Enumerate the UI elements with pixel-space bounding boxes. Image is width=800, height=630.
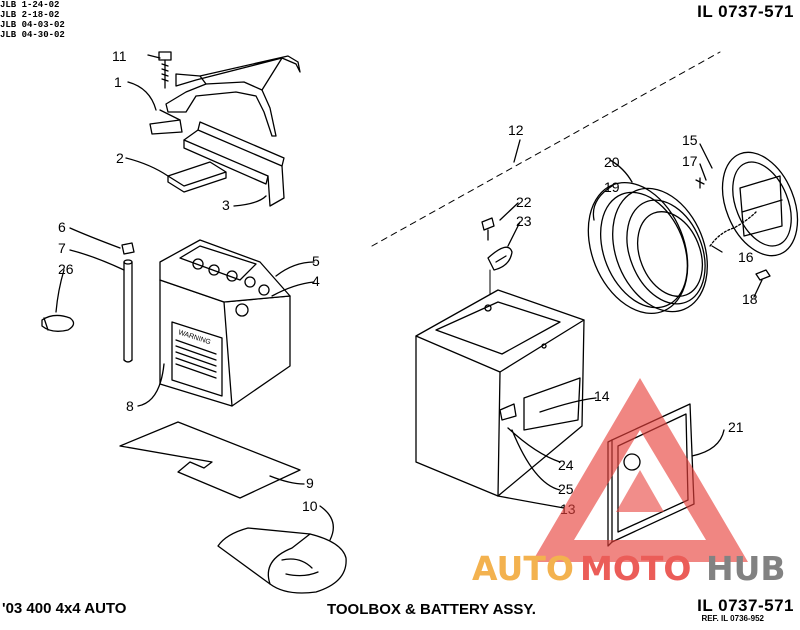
callout-15: 15 bbox=[682, 132, 698, 148]
model-label: '03 400 4x4 AUTO bbox=[2, 600, 127, 617]
diagram-title: TOOLBOX & BATTERY ASSY. bbox=[327, 601, 536, 618]
callout-20: 20 bbox=[604, 154, 620, 170]
revision-list: JLB 1-24-02 JLB 2-18-02 JLB 04-03-02 JLB… bbox=[0, 0, 65, 40]
watermark-logo: AUTO MOTO HUB bbox=[472, 378, 786, 588]
watermark-text-3: HUB bbox=[706, 549, 786, 588]
revision-3: JLB 04-03-02 bbox=[0, 20, 65, 30]
gasket-ring-part-19 bbox=[612, 187, 708, 313]
callout-17: 17 bbox=[682, 153, 698, 169]
bolt-part-11 bbox=[158, 51, 172, 89]
callout-3: 3 bbox=[222, 197, 230, 213]
callout-14: 14 bbox=[594, 388, 610, 404]
callout-19: 19 bbox=[604, 179, 620, 195]
reference-label: REF. IL 0736-952 bbox=[701, 614, 764, 623]
callout-25: 25 bbox=[558, 481, 574, 497]
pad-part-2 bbox=[167, 161, 227, 193]
revision-4: JLB 04-30-02 bbox=[0, 30, 65, 40]
watermark-triangle-icon bbox=[532, 378, 748, 562]
callout-12: 12 bbox=[508, 122, 524, 138]
screw-part-18 bbox=[755, 269, 771, 281]
illustration-code-bottom: IL 0737-571 bbox=[697, 596, 794, 615]
clamp-part-26 bbox=[41, 314, 75, 332]
watermark-text-1: AUTO bbox=[472, 549, 574, 588]
assembly-line bbox=[371, 51, 721, 247]
revision-2: JLB 2-18-02 bbox=[0, 10, 60, 20]
illustration-code-top: IL 0737-571 bbox=[697, 2, 794, 21]
callout-6: 6 bbox=[58, 219, 66, 235]
fastener-part-22 bbox=[481, 217, 495, 241]
callout-21: 21 bbox=[728, 419, 744, 435]
callout-26: 26 bbox=[58, 261, 74, 277]
callout-18: 18 bbox=[742, 291, 758, 307]
toolbox-part-13 bbox=[415, 289, 585, 497]
screw-part-17 bbox=[695, 177, 705, 189]
callout-22: 22 bbox=[516, 194, 532, 210]
battery-part-8 bbox=[159, 239, 291, 407]
clip-part-23 bbox=[487, 246, 513, 271]
lid-part-15 bbox=[721, 151, 799, 257]
revision-1: JLB 1-24-02 bbox=[0, 0, 60, 10]
callout-23: 23 bbox=[516, 213, 532, 229]
callout-4: 4 bbox=[312, 273, 320, 289]
cover-part-10 bbox=[217, 527, 347, 594]
vent-tube-part-7 bbox=[123, 259, 133, 363]
callout-5: 5 bbox=[312, 253, 320, 269]
tray-pad-part-9 bbox=[119, 421, 301, 499]
hold-down-bracket-part-1 bbox=[149, 55, 301, 137]
cap-part-6 bbox=[121, 242, 135, 255]
callout-8: 8 bbox=[126, 398, 134, 414]
callout-10: 10 bbox=[302, 498, 318, 514]
watermark-text-2: MOTO bbox=[580, 549, 691, 588]
callout-9: 9 bbox=[306, 475, 314, 491]
callout-1: 1 bbox=[114, 74, 122, 90]
clamp-part-3 bbox=[183, 121, 285, 207]
tether-part-16 bbox=[709, 211, 757, 247]
callout-7: 7 bbox=[58, 240, 66, 256]
callout-24: 24 bbox=[558, 457, 574, 473]
callout-2: 2 bbox=[116, 150, 124, 166]
callout-16: 16 bbox=[738, 249, 754, 265]
callout-11: 11 bbox=[112, 48, 127, 64]
